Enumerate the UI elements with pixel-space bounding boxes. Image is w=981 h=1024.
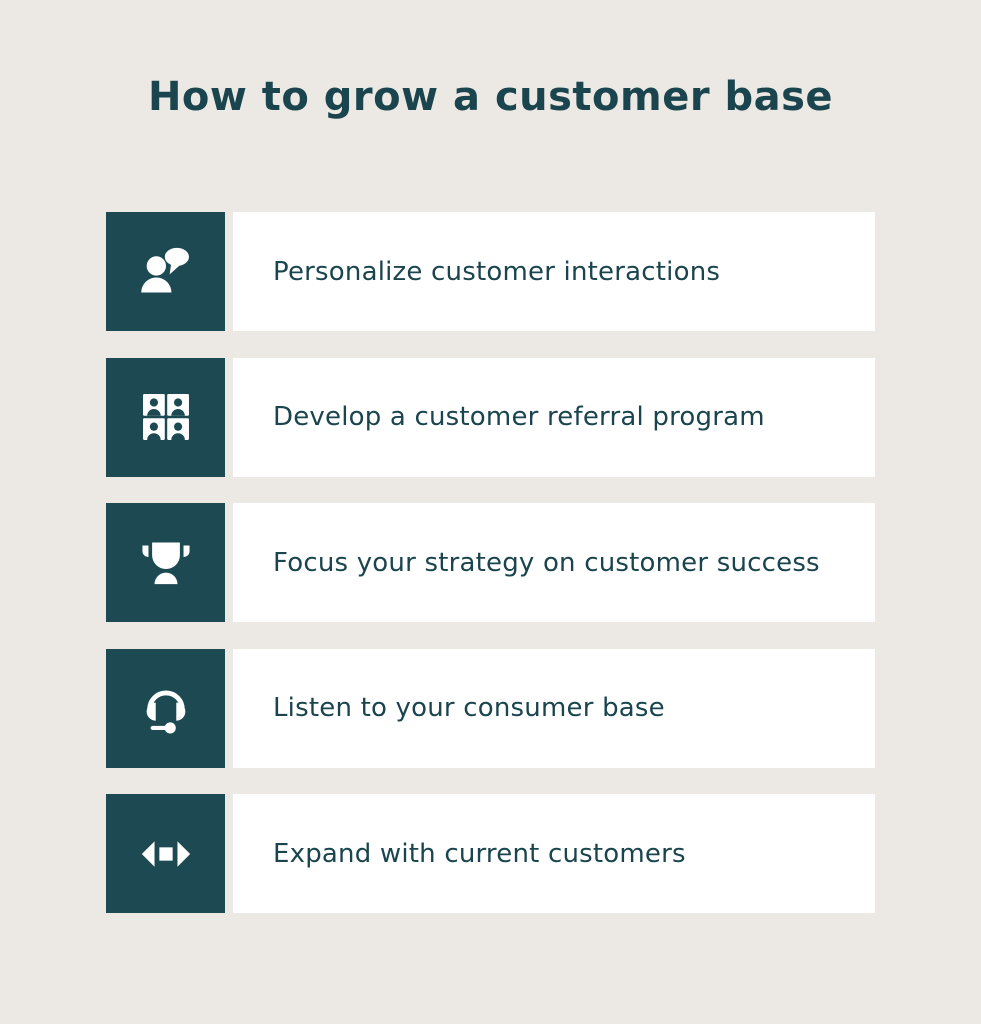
list-item-card: Expand with current customers (233, 794, 875, 913)
list-item: Focus your strategy on customer success (106, 503, 875, 622)
list-item-label: Expand with current customers (273, 838, 686, 869)
page-title: How to grow a customer base (147, 74, 834, 120)
list-item-card: Develop a customer referral program (233, 357, 875, 477)
person-chat-icon (106, 212, 225, 331)
list-item-label: Develop a customer referral program (273, 402, 765, 432)
list-item-card: Focus your strategy on customer success (233, 503, 875, 622)
list-item-label: Focus your strategy on customer success (273, 547, 820, 578)
user-grid-icon (106, 357, 225, 477)
expand-icon (106, 794, 225, 913)
trophy-icon (106, 503, 225, 622)
list-item: Expand with current customers (106, 794, 875, 913)
list-item: Develop a customer referral program (106, 357, 875, 477)
steps-list: Personalize customer interactions Develo… (106, 212, 875, 913)
list-item-label: Listen to your consumer base (273, 693, 665, 723)
list-item-label: Personalize customer interactions (273, 256, 721, 287)
list-item: Personalize customer interactions (106, 212, 875, 331)
list-item-card: Listen to your consumer base (233, 648, 875, 768)
headset-icon (106, 648, 225, 768)
list-item-card: Personalize customer interactions (233, 212, 875, 331)
list-item: Listen to your consumer base (106, 648, 875, 768)
